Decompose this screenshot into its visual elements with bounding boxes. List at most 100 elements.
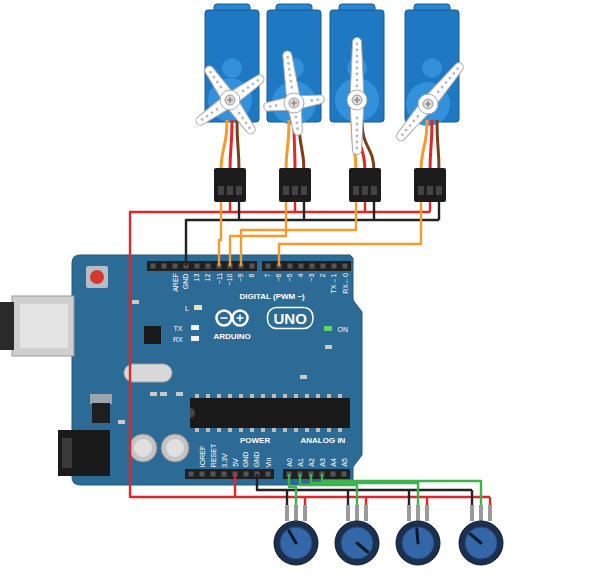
servo-motor <box>422 58 442 78</box>
led-label: ON <box>338 326 349 333</box>
power-wire <box>489 497 491 506</box>
servo-connector <box>414 168 446 202</box>
potentiometer <box>417 529 418 543</box>
led <box>191 325 199 330</box>
servo-horn <box>436 90 440 94</box>
servo-horn <box>356 43 359 46</box>
usb-connector <box>20 304 68 348</box>
pin-label: A5 <box>340 458 347 467</box>
smd-part <box>150 392 157 396</box>
smd-part <box>132 300 139 304</box>
servo-horn <box>224 96 259 137</box>
potentiometer <box>470 534 481 543</box>
arduino-board <box>0 255 362 485</box>
servo-horn <box>201 63 236 104</box>
pin-label: A3 <box>318 458 325 467</box>
digital-header <box>206 264 211 269</box>
servo-horn <box>289 80 292 83</box>
smd-part <box>300 375 307 379</box>
power-wire <box>365 497 367 506</box>
servo-motor <box>347 58 367 78</box>
signal-wire <box>241 200 356 266</box>
pin-label: 7 <box>264 273 271 277</box>
power-wire <box>235 496 490 498</box>
servo-horn <box>352 95 362 105</box>
servo-connector <box>349 168 381 202</box>
servo-horn <box>286 56 289 59</box>
servo-horn <box>263 50 325 136</box>
servo-horn <box>224 96 259 137</box>
servo-horn <box>356 67 359 70</box>
signal-wire <box>230 200 286 266</box>
servo-cable <box>221 120 227 172</box>
servo-horn <box>227 97 233 103</box>
servo-horn <box>423 99 433 109</box>
servo-horn <box>425 101 431 107</box>
power-header <box>222 472 227 477</box>
potentiometer <box>294 505 298 521</box>
analog-header <box>283 469 350 479</box>
servo-horn <box>210 111 214 115</box>
servo-cable <box>437 120 439 172</box>
servo-horn <box>456 67 460 71</box>
pin-label: A0 <box>285 458 292 467</box>
servo-horn <box>193 63 267 137</box>
arduino-logo <box>221 315 244 322</box>
potentiometer <box>289 531 296 543</box>
servo-horn <box>356 141 359 144</box>
potentiometer <box>335 521 379 565</box>
pin-label: 2 <box>319 273 326 277</box>
potentiometer <box>280 527 312 559</box>
servo-connector <box>436 186 442 195</box>
power-header <box>244 472 249 477</box>
servo-horn <box>356 61 359 64</box>
servo-horn <box>289 98 299 108</box>
servo-horn <box>347 38 367 155</box>
servo-horn <box>248 126 252 130</box>
servo-connector <box>283 186 289 195</box>
servo-horn <box>356 79 359 82</box>
servo-horn <box>209 70 213 74</box>
digital-header <box>173 264 178 269</box>
analog-header <box>331 472 336 477</box>
usb-connector <box>12 296 74 356</box>
servo-connector <box>414 168 446 202</box>
led-label: TX <box>174 325 183 332</box>
servo-horn <box>226 71 267 106</box>
pin-label: 3.3V <box>221 453 228 467</box>
servo-horn <box>288 68 291 71</box>
ground-wire <box>373 200 375 220</box>
analog-wire <box>311 474 418 506</box>
digital-header <box>310 264 315 269</box>
arduino-logo <box>217 311 248 326</box>
servo-horn <box>295 121 298 124</box>
servo-horn <box>423 59 467 108</box>
potentiometer <box>346 505 350 521</box>
servo-horn <box>400 133 404 137</box>
potentiometer <box>402 527 434 559</box>
servo-horn <box>219 85 223 89</box>
pin-label: TX→1 <box>330 273 337 293</box>
servo-connector <box>349 168 381 202</box>
servo-horn <box>408 123 412 127</box>
servo-connector <box>279 168 311 202</box>
servo-horn <box>356 85 359 88</box>
power-jack <box>58 430 110 476</box>
pin-label: ~5 <box>286 273 293 281</box>
potentiometer <box>459 521 503 565</box>
pin-label: IOREF <box>199 446 206 467</box>
servo-horn <box>347 90 367 110</box>
servo-cable <box>237 120 239 172</box>
servo-connector <box>362 186 368 195</box>
power-header <box>185 469 274 479</box>
pin-label: 12 <box>204 273 211 281</box>
digital-header <box>151 264 156 269</box>
servo-horn <box>290 86 293 89</box>
servo-horn <box>296 127 299 130</box>
servo-horn <box>448 76 452 80</box>
servo-motor <box>330 4 384 202</box>
servo-horn <box>241 89 245 93</box>
servo-horn <box>316 98 319 101</box>
